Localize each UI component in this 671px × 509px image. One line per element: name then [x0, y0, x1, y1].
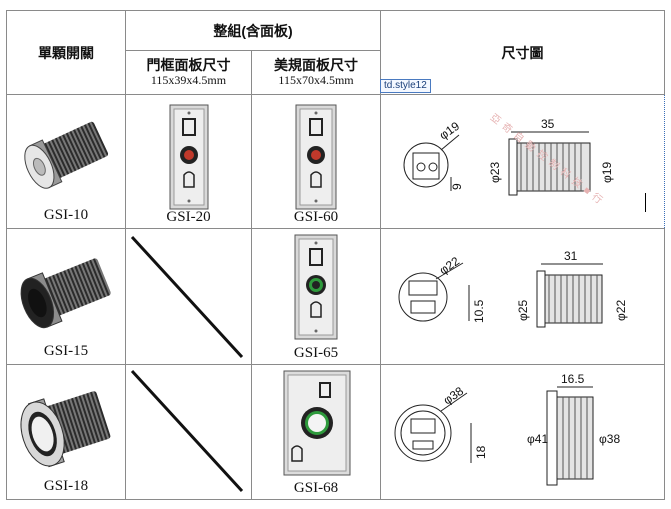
switch-cell-gsi-18: GSI-18: [6, 364, 126, 500]
switch-model-label: GSI-15: [43, 343, 89, 359]
header-door-frame-panel: 門框面板尺寸 115x39x4.5mm: [125, 50, 252, 95]
frame-panel-cell-empty: [125, 228, 252, 365]
switch-cell-gsi-10: GSI-10: [6, 94, 126, 229]
svg-text:φ19: φ19: [437, 119, 463, 143]
spec-table: 單顆開關 整組(含面板) 尺寸圖 門框面板尺寸 115x39x4.5mm 美規面…: [6, 10, 666, 500]
frame-panel-cell-empty: [125, 364, 252, 500]
switch-gsi-10-image: [24, 121, 109, 189]
switch-cell-gsi-15: GSI-15: [6, 228, 126, 365]
standard-panel-gsi-68-image: [283, 370, 351, 476]
standard-model-label: GSI-68: [293, 480, 339, 496]
standard-model-label: GSI-60: [293, 209, 339, 225]
dimension-drawing-gsi-18: φ38 18 16.5 φ41 φ38: [394, 372, 620, 486]
dimension-cell-gsi-10: φ19 9 35 φ23 φ19 亞 奇 自 動 控 制 科 技 ■ 行: [380, 94, 666, 229]
standard-panel-gsi-65-image: [294, 234, 338, 340]
standard-panel-gsi-60-image: [295, 104, 337, 210]
standard-model-label: GSI-65: [293, 345, 339, 361]
text-cursor: [645, 193, 646, 212]
svg-text:18: 18: [474, 445, 488, 459]
dimension-cell-gsi-18: φ38 18 16.5 φ41 φ38: [380, 364, 666, 500]
header-standard-panel: 美規面板尺寸 115x70x4.5mm: [250, 50, 382, 95]
switch-gsi-18-image: [20, 391, 111, 468]
frame-panel-cell-gsi-20: GSI-20: [125, 94, 252, 229]
header-combo: 整組(含面板): [124, 10, 382, 51]
dimension-cell-gsi-15: φ22 10.5 31 φ25 φ22: [380, 228, 666, 365]
switch-gsi-15-image: [20, 258, 111, 329]
switch-model-label: GSI-10: [43, 207, 89, 223]
not-available-slash: [130, 369, 244, 493]
dimension-drawing-gsi-10: φ19 9 35 φ23 φ19: [403, 117, 614, 196]
standard-panel-cell-gsi-60: GSI-60: [250, 94, 382, 229]
switch-model-label: GSI-18: [43, 478, 89, 494]
not-available-slash: [130, 235, 244, 359]
style-tag-tooltip: td.style12: [380, 79, 431, 93]
svg-text:φ25: φ25: [516, 300, 530, 321]
svg-text:φ22: φ22: [437, 254, 463, 278]
frame-model-label: GSI-20: [166, 209, 211, 225]
svg-text:31: 31: [564, 249, 578, 263]
frame-panel-gsi-20-image: [169, 104, 209, 210]
svg-text:35: 35: [541, 117, 555, 131]
svg-text:10.5: 10.5: [472, 299, 486, 323]
standard-panel-cell-gsi-65: GSI-65: [250, 228, 382, 365]
svg-text:φ38: φ38: [599, 432, 620, 446]
svg-text:φ41: φ41: [527, 432, 548, 446]
svg-text:φ22: φ22: [614, 300, 628, 321]
dimension-drawing-gsi-15: φ22 10.5 31 φ25 φ22: [398, 249, 628, 328]
header-single-switch: 單顆開關: [6, 10, 126, 95]
standard-panel-cell-gsi-68: GSI-68: [250, 364, 382, 500]
svg-text:φ19: φ19: [600, 162, 614, 183]
svg-text:φ38: φ38: [441, 384, 467, 408]
svg-text:9: 9: [450, 183, 464, 190]
svg-text:φ23: φ23: [488, 162, 502, 183]
svg-text:16.5: 16.5: [561, 372, 585, 386]
